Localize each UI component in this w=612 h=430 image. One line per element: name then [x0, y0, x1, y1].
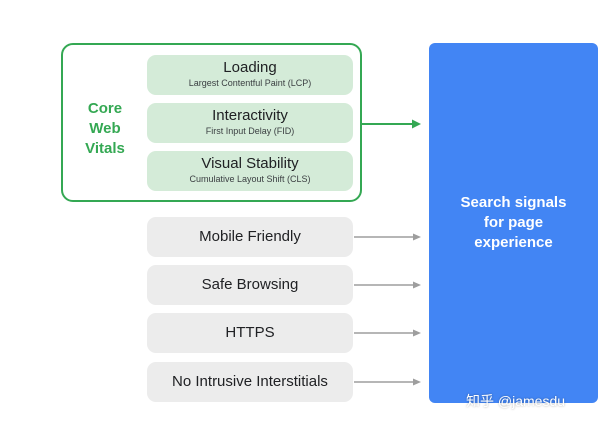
arrow-https [354, 329, 421, 337]
core-web-vitals-label-line: Core [87, 100, 123, 117]
vital-name: Interactivity [212, 107, 288, 124]
signal-box-no-intrusive-interstitials: No Intrusive Interstitials [147, 362, 353, 402]
signal-box-mobile-friendly: Mobile Friendly [147, 217, 353, 257]
search-signals-label-line: experience [474, 234, 553, 251]
vital-box-interactivity: Interactivity First Input Delay (FID) [147, 103, 353, 143]
vital-subtitle: Cumulative Layout Shift (CLS) [189, 174, 311, 184]
arrow-mobile-friendly [354, 233, 421, 241]
vital-name: Loading [223, 59, 277, 76]
vital-box-visual-stability: Visual Stability Cumulative Layout Shift… [147, 151, 353, 191]
core-web-vitals-label: Core Web Vitals [76, 99, 134, 159]
arrow-no-intrusive-interstitials [354, 378, 421, 386]
arrow-core-web-vitals [362, 119, 421, 129]
core-web-vitals-label-line: Web [89, 120, 121, 137]
search-signals-label-line: Search signals [460, 194, 567, 211]
core-web-vitals-label-line: Vitals [85, 140, 125, 157]
search-signals-label: Search signals for page experience [429, 193, 598, 253]
search-signals-box [429, 43, 598, 403]
signal-box-safe-browsing: Safe Browsing [147, 265, 353, 305]
vital-subtitle: First Input Delay (FID) [205, 126, 295, 136]
vital-box-loading: Loading Largest Contentful Paint (LCP) [147, 55, 353, 95]
vital-name: Visual Stability [201, 155, 299, 172]
watermark: 知乎 @jamesdu [466, 393, 566, 409]
signal-box-https: HTTPS [147, 313, 353, 353]
vital-subtitle: Largest Contentful Paint (LCP) [188, 78, 312, 88]
arrow-safe-browsing [354, 281, 421, 289]
search-signals-label-line: for page [483, 214, 544, 231]
core-web-vitals-group [61, 43, 362, 202]
